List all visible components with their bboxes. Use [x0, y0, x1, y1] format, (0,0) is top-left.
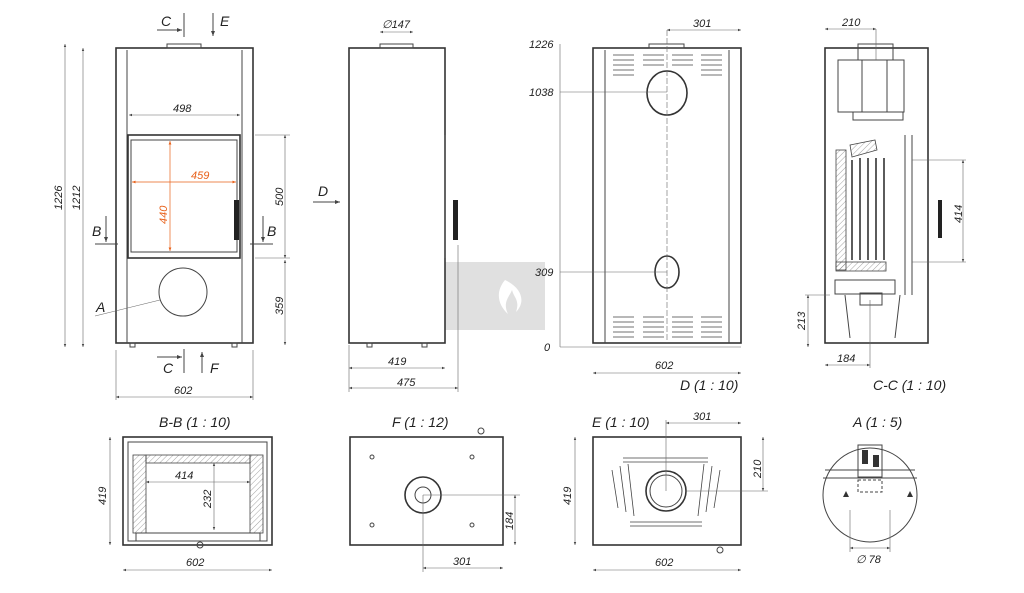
dim-h-0: 0 — [544, 342, 551, 354]
label-view-e: E — [220, 13, 230, 29]
door-handle — [453, 200, 458, 240]
label-section-b-left: B — [92, 223, 101, 239]
dim-1226: 1226 — [53, 185, 65, 210]
door-handle — [234, 200, 239, 240]
label-section-c-top: C — [161, 13, 172, 29]
section-b-b: B-B (1 : 10) 414 232 419 602 — [97, 414, 273, 572]
dim-602: 602 — [655, 360, 673, 372]
dim-419: 419 — [97, 487, 109, 505]
view-e: E (1 : 10) 301 210 419 602 — [562, 411, 768, 572]
dim-602: 602 — [655, 557, 673, 569]
watermark-logo — [445, 262, 545, 330]
view-f: F (1 : 12) 184 301 — [349, 414, 520, 572]
label-view-f: F — [210, 360, 220, 376]
front-view: C E 498 459 440 500 359 1226 1212 B B A … — [53, 13, 290, 400]
view-title-e: E (1 : 10) — [592, 414, 650, 430]
dim-301: 301 — [693, 411, 711, 423]
label-view-d: D — [318, 183, 328, 199]
section-c-c: 210 414 213 184 C-C (1 : 10) — [796, 17, 966, 393]
dim-1212: 1212 — [71, 186, 83, 210]
view-title-bb: B-B (1 : 10) — [159, 414, 231, 430]
door-handle — [938, 200, 942, 238]
side-view: ∅147 D 419 475 — [313, 19, 459, 392]
dim-419: 419 — [388, 356, 406, 368]
label-section-b-right: B — [267, 223, 276, 239]
view-title-f: F (1 : 12) — [392, 414, 449, 430]
dim-213: 213 — [796, 311, 808, 331]
upper-vents — [613, 54, 722, 76]
detail-a: A (1 : 5) ∅ 78 — [822, 414, 918, 566]
dim-359: 359 — [274, 297, 286, 315]
dim-602: 602 — [174, 385, 192, 397]
dim-301: 301 — [453, 556, 471, 568]
dim-h-309: 309 — [535, 267, 553, 279]
dim-diameter-78: ∅ 78 — [856, 554, 882, 566]
dim-210: 210 — [752, 459, 764, 479]
detail-a-circle — [158, 267, 208, 317]
view-title-a: A (1 : 5) — [852, 414, 902, 430]
back-view-d: 301 1226 1038 309 0 602 D (1 : 10) — [529, 18, 742, 393]
view-title-d: D (1 : 10) — [680, 377, 738, 393]
dim-h-1226: 1226 — [529, 39, 554, 51]
dim-602: 602 — [186, 557, 204, 569]
dim-flue-diameter: ∅147 — [382, 19, 411, 31]
label-section-c-bottom: C — [163, 360, 174, 376]
dim-475: 475 — [397, 377, 416, 389]
label-detail-a: A — [95, 299, 105, 315]
dim-419: 419 — [562, 487, 574, 505]
dim-210: 210 — [841, 17, 861, 29]
dim-301: 301 — [693, 18, 711, 30]
dim-184: 184 — [504, 512, 516, 530]
lower-vents — [613, 316, 722, 338]
dim-232: 232 — [202, 490, 214, 509]
dim-414: 414 — [953, 205, 965, 223]
dim-500: 500 — [274, 187, 286, 206]
dim-184: 184 — [837, 353, 855, 365]
dim-h-1038: 1038 — [529, 87, 554, 99]
dim-498: 498 — [173, 103, 192, 115]
view-title-cc: C-C (1 : 10) — [873, 377, 946, 393]
dim-414: 414 — [175, 470, 193, 482]
dim-459: 459 — [191, 170, 209, 182]
dim-440: 440 — [158, 205, 170, 224]
upper-outlet — [646, 70, 688, 116]
firebox-door — [127, 134, 241, 259]
